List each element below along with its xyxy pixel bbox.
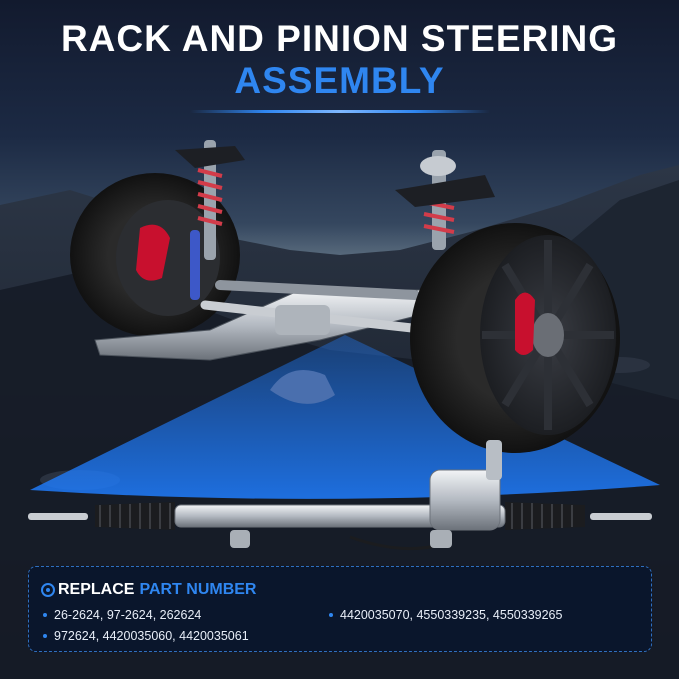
rack-and-pinion-unit	[28, 440, 652, 551]
right-wheel	[410, 223, 620, 453]
part-number-panel: REPLACE PART NUMBER 26-2624, 97-2624, 26…	[28, 566, 652, 652]
right-strut	[395, 150, 495, 250]
title-underline	[190, 110, 490, 113]
left-strut	[175, 140, 245, 300]
part-number-heading: REPLACE PART NUMBER	[41, 581, 256, 599]
page-title: RACK AND PINION STEERING	[60, 18, 619, 59]
bullet-dot-icon	[43, 634, 47, 638]
part-number-text: 4420035070, 4550339235, 4550339265	[340, 608, 563, 622]
target-icon	[41, 583, 55, 597]
page-subtitle: ASSEMBLY	[234, 60, 445, 101]
heading-part-number-label: PART NUMBER	[139, 581, 257, 598]
highlight-beam	[30, 335, 660, 499]
part-number-item: 4420035070, 4550339235, 4550339265	[329, 608, 562, 622]
bullet-dot-icon	[43, 613, 47, 617]
part-number-item: 972624, 4420035060, 4420035061	[43, 629, 249, 643]
heading-replace-label: REPLACE	[58, 581, 135, 598]
part-number-text: 26-2624, 97-2624, 262624	[54, 608, 202, 622]
part-number-text: 972624, 4420035060, 4420035061	[54, 629, 249, 643]
part-number-item: 26-2624, 97-2624, 262624	[43, 608, 201, 622]
bullet-dot-icon	[329, 613, 333, 617]
